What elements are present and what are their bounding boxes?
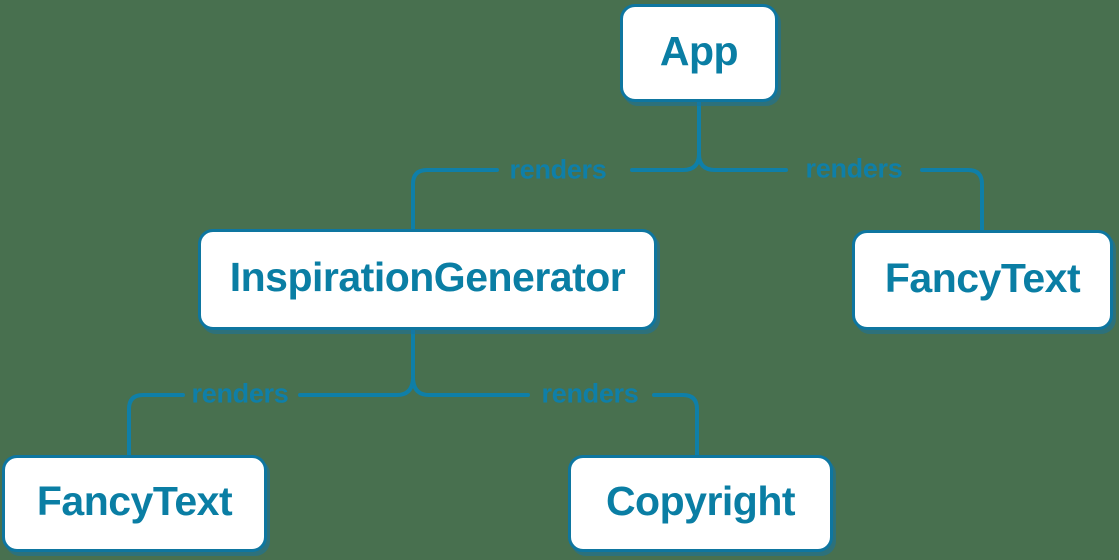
edge-ig-fancytext-line — [298, 375, 415, 397]
node-fancy-text-top-label: FancyText — [884, 254, 1081, 301]
edge-app-fancytext-line — [697, 152, 788, 172]
edge-ig-copyright-elbow-line — [652, 393, 699, 457]
edge-label-ig-fancytext: renders — [191, 378, 289, 409]
node-copyright: Copyright — [568, 455, 833, 552]
edge-app-fancytext-elbow-line — [920, 168, 984, 232]
edge-app-inspirationgenerator-line — [630, 152, 701, 172]
node-fancy-text-bottom-label: FancyText — [36, 478, 233, 524]
node-copyright-label: Copyright — [605, 478, 796, 524]
edge-ig-copyright-line — [411, 375, 530, 397]
edge-ig-fancytext-elbow-line — [127, 393, 185, 457]
node-app: App — [620, 4, 778, 102]
node-app-label: App — [659, 27, 739, 74]
edge-app-inspirationgenerator-elbow-line — [411, 168, 499, 231]
node-fancy-text-bottom: FancyText — [2, 455, 267, 552]
node-fancy-text-top: FancyText — [852, 230, 1113, 330]
edge-label-app-fancytext: renders — [805, 153, 903, 184]
node-inspiration-generator-label: InspirationGenerator — [229, 254, 626, 300]
edge-label-ig-copyright: renders — [541, 378, 639, 409]
node-inspiration-generator: InspirationGenerator — [198, 229, 657, 330]
edge-label-app-inspirationgenerator: renders — [509, 154, 607, 185]
